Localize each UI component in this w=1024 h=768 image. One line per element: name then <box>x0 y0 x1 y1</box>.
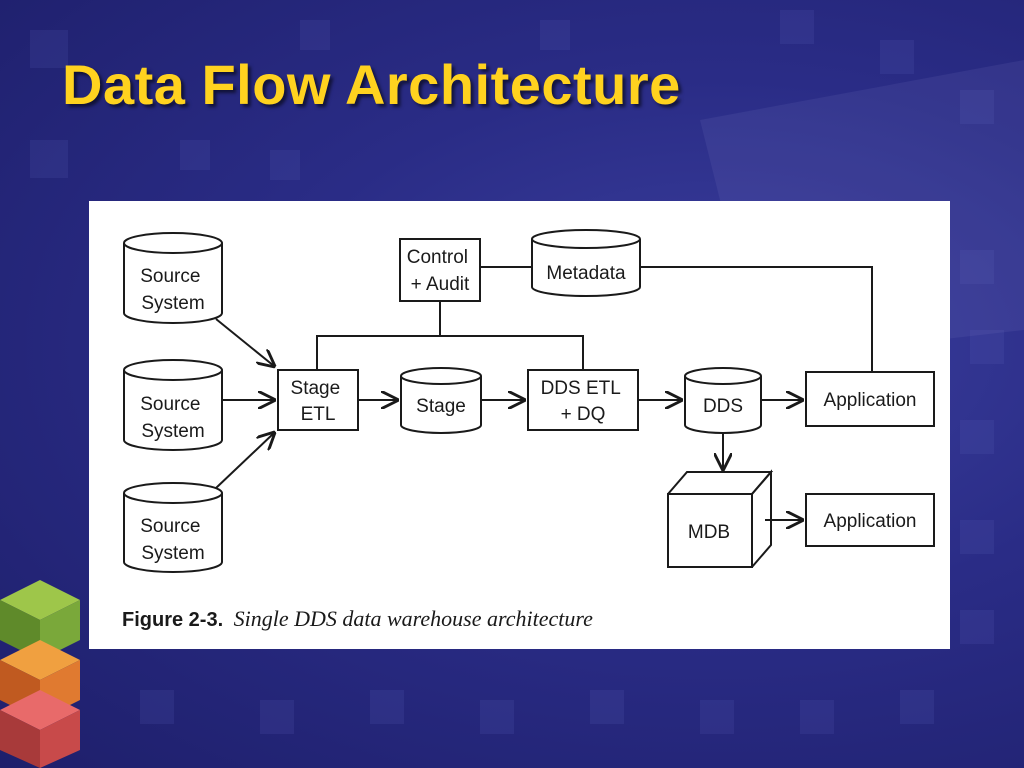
application-1-label: Application <box>824 390 917 411</box>
stage-cylinder <box>400 367 482 434</box>
figure-caption-label: Figure 2-3. <box>122 609 223 631</box>
metadata-label: Metadata <box>546 263 626 284</box>
dds-etl-box <box>527 369 639 431</box>
control-audit-label: Control + Audit <box>407 247 474 295</box>
source-system-1-label: Source System <box>140 266 205 314</box>
dds-etl-label: DDS ETL + DQ <box>541 378 626 425</box>
metadata-cylinder <box>531 229 641 297</box>
source-system-1 <box>123 232 223 324</box>
mdb-label: MDB <box>688 522 730 543</box>
mdb-cube <box>667 469 774 568</box>
stage-label: Stage <box>416 396 466 417</box>
diagram-panel: Source System Source System Source Syste… <box>89 201 950 649</box>
source-system-3 <box>123 482 223 573</box>
dds-label: DDS <box>703 396 743 417</box>
slide-title: Data Flow Architecture <box>62 53 681 116</box>
source-system-3-label: Source System <box>140 516 205 564</box>
application-2-label: Application <box>824 511 917 532</box>
connectors <box>215 266 873 520</box>
figure-caption: Figure 2-3. Single DDS data warehouse ar… <box>122 606 593 631</box>
dds-cylinder <box>684 367 762 434</box>
data-flow-diagram: Source System Source System Source Syste… <box>122 229 935 631</box>
application-box-1 <box>805 371 935 427</box>
application-box-2 <box>805 493 935 547</box>
stage-etl-label: Stage ETL <box>291 378 346 425</box>
figure-caption-text: Single DDS data warehouse architecture <box>234 606 594 631</box>
source-system-2-label: Source System <box>140 394 205 442</box>
decorative-cubes <box>0 580 80 768</box>
source-system-2 <box>123 359 223 451</box>
